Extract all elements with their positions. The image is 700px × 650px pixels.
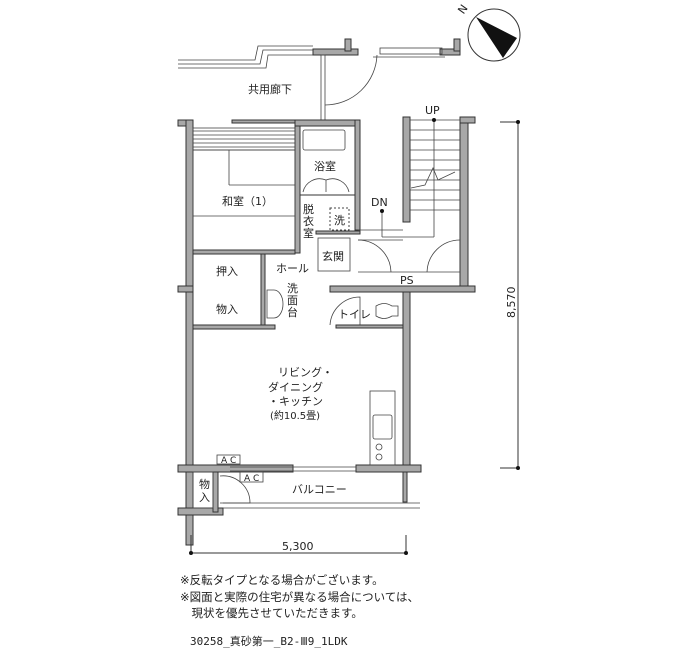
ps-label: PS (400, 274, 414, 287)
balcony-storage-label-1: 物 (199, 477, 210, 491)
note-1: ※反転タイプとなる場合がございます。 (180, 573, 384, 587)
dressing-label-2: 衣 (303, 214, 314, 228)
stairs-down-label: DN (371, 196, 388, 209)
balcony-label: バルコニー (292, 483, 347, 496)
stairs-up-label: UP (425, 104, 440, 117)
note-3: 現状を優先させていただきます。 (180, 606, 363, 620)
ac-indoor-label: A C (221, 456, 236, 466)
plan-code: 30258_真砂第一_B2-Ⅲ9_1LDK (190, 635, 348, 648)
depth-dimension (500, 120, 520, 470)
entrance-label: 玄関 (322, 249, 344, 263)
washbasin-label-2: 面 (287, 294, 298, 307)
ldk-label-2: ダイニング (268, 380, 323, 394)
dressing-label-1: 脱 (303, 202, 314, 216)
common-corridor (178, 38, 461, 121)
toilet-label: トイレ (338, 308, 371, 321)
note-2: ※図面と実際の住宅が異なる場合については、 (180, 590, 420, 604)
ldk-label-1: リビング・ (278, 365, 333, 379)
north-label: N (455, 2, 470, 16)
bath-label: 浴室 (314, 159, 336, 173)
ac-outdoor-label: A C (244, 474, 259, 484)
washbasin-label-3: 台 (287, 305, 298, 319)
ldk-label-4: (約10.5畳) (270, 409, 320, 422)
washer-label: 洗 (334, 214, 345, 227)
compass-icon: N (455, 2, 521, 62)
storage-label: 物入 (216, 302, 238, 316)
dressing-label-3: 室 (303, 226, 314, 240)
washbasin-label-1: 洗 (287, 282, 298, 295)
staircase (380, 118, 460, 238)
hall-label: ホール (276, 262, 309, 275)
closet-label: 押入 (216, 264, 238, 278)
ldk-label-3: ・キッチン (268, 395, 323, 408)
japanese-room-label: 和室（1） (222, 194, 273, 208)
balcony-storage-label-2: 入 (199, 491, 210, 504)
width-dimension (189, 535, 408, 555)
depth-dimension-label: 8,570 (505, 287, 518, 319)
shelf-hatch (192, 127, 296, 151)
kitchen-counter (369, 390, 396, 466)
width-dimension-label: 5,300 (282, 540, 314, 553)
corridor-label: 共用廊下 (248, 82, 292, 96)
